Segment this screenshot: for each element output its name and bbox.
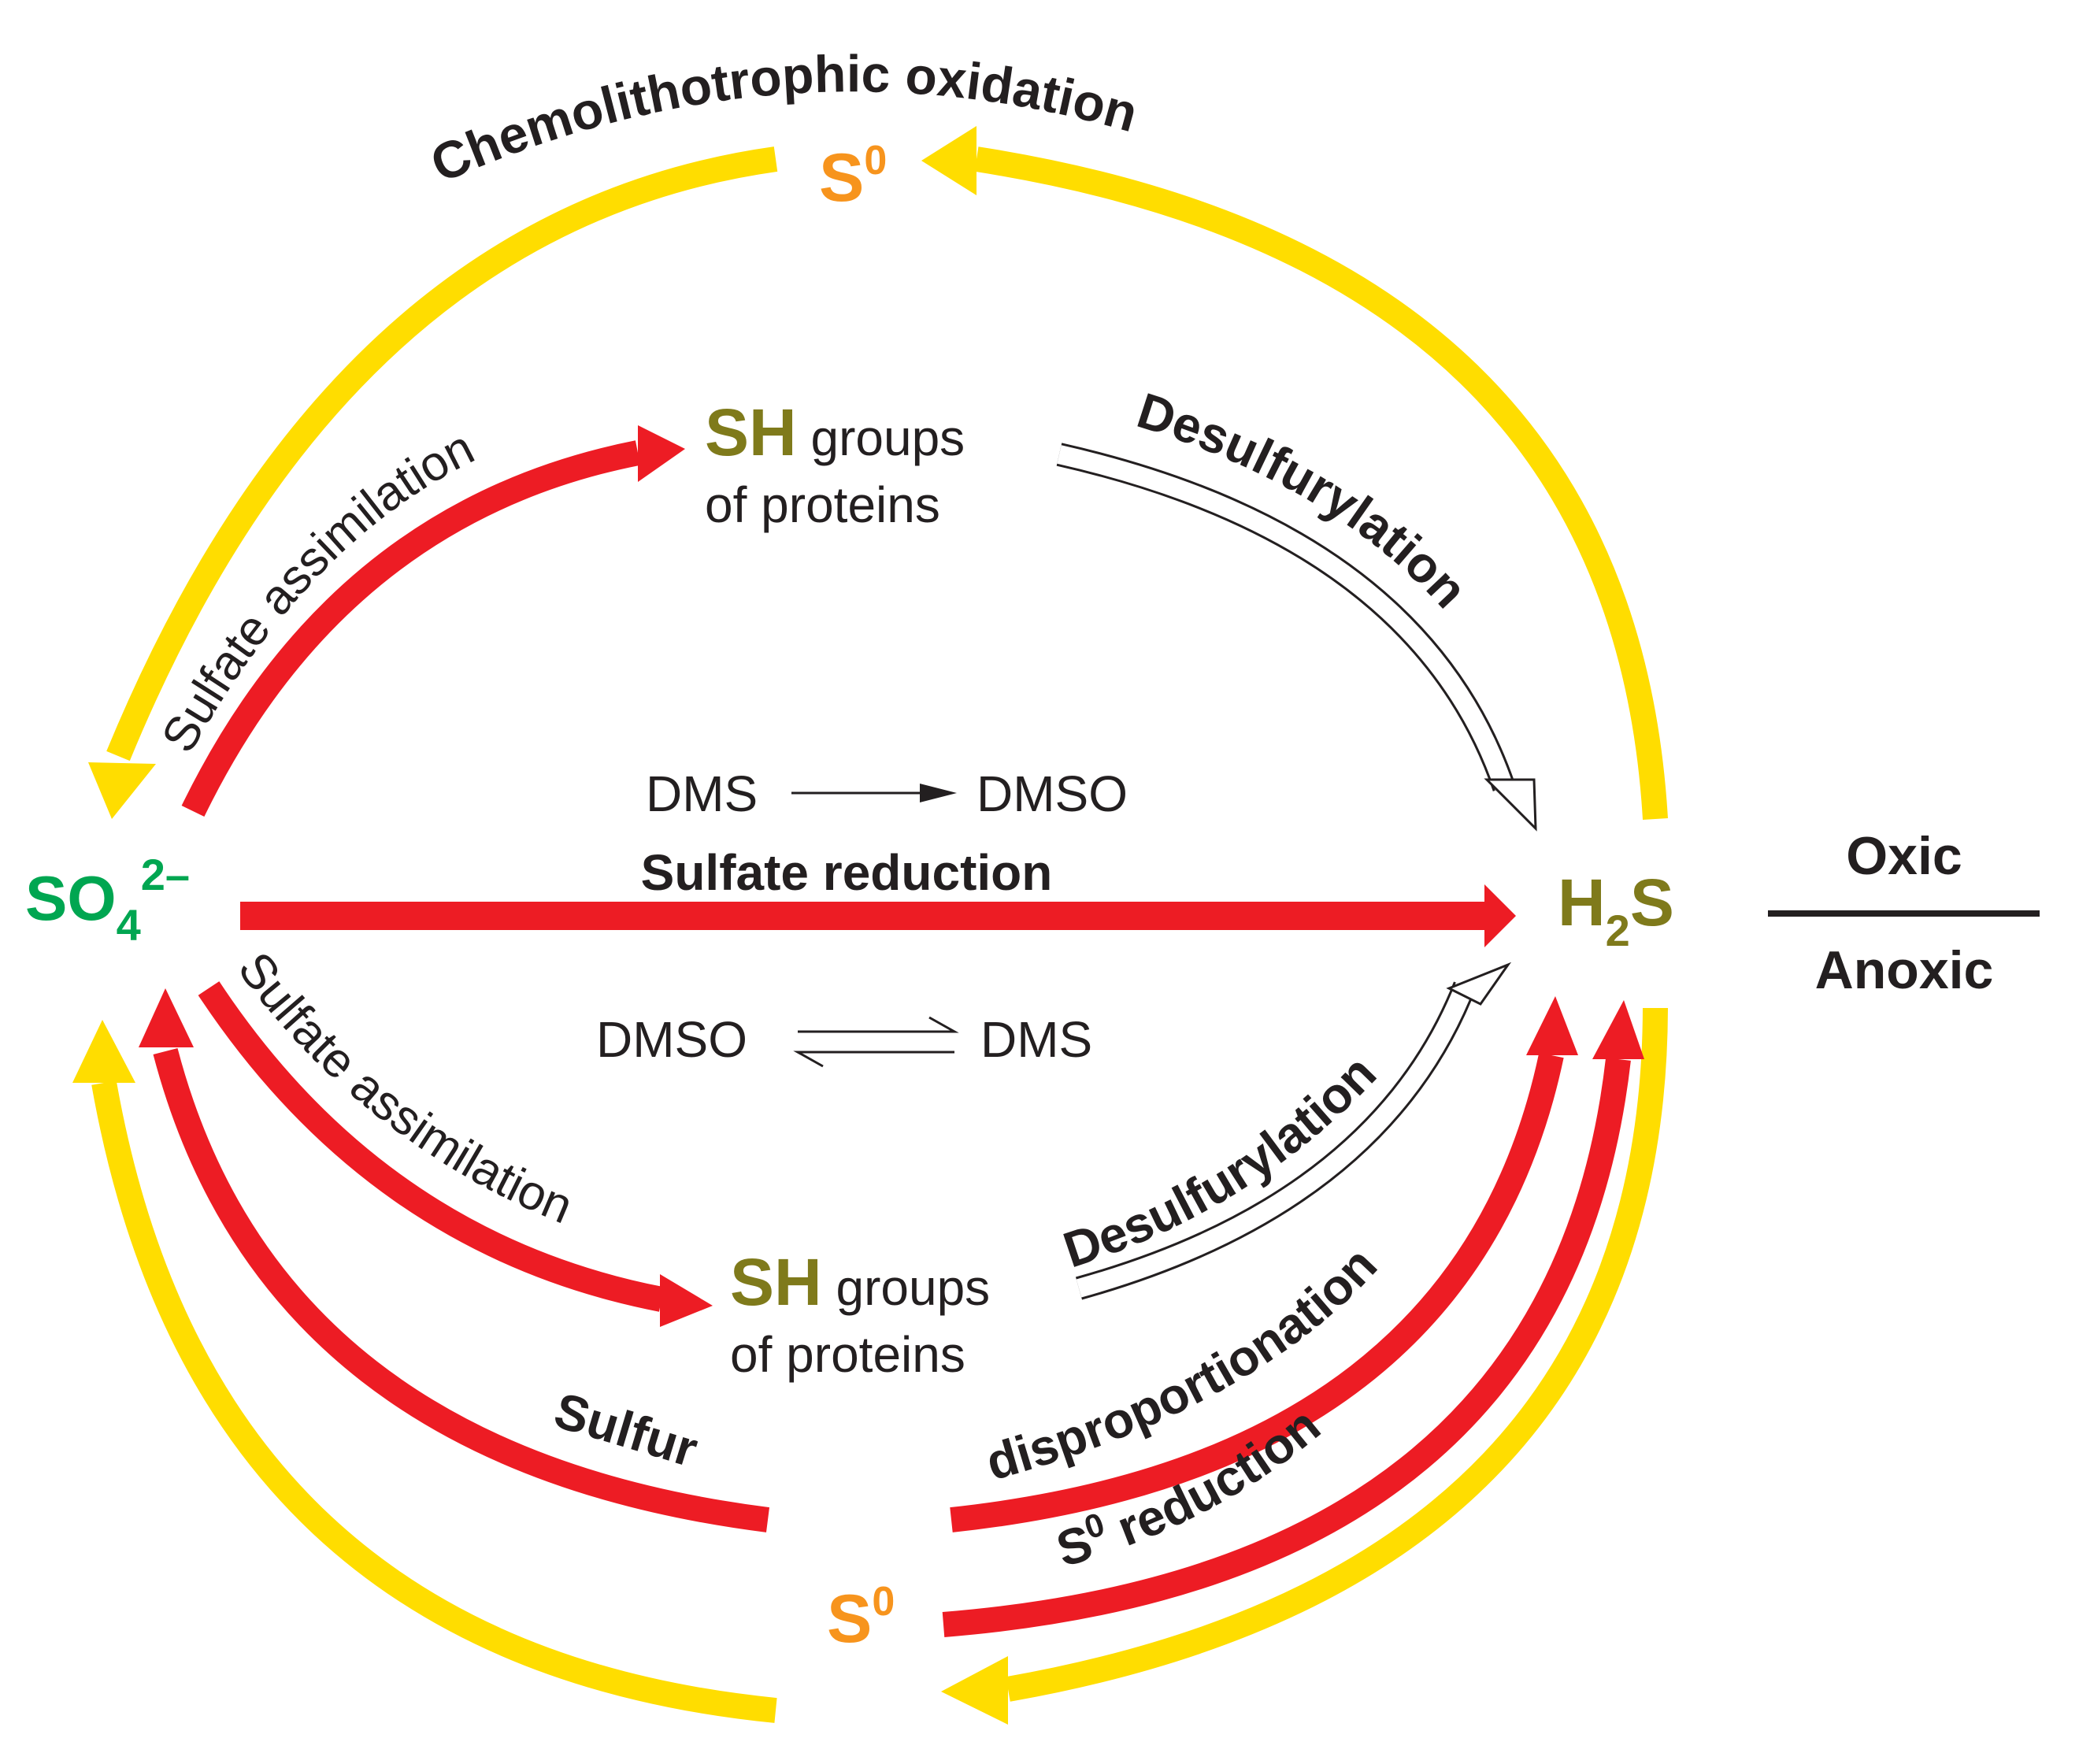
- dmso-dms-forward-half-arrow: [798, 1016, 959, 1033]
- arrowhead-sulfate-reduction: [1484, 884, 1516, 947]
- dmso-bottom-left: DMSO: [596, 1011, 747, 1068]
- species-sh-groups-top: SH groups of proteins: [705, 395, 965, 533]
- species-s0-top: S0: [819, 138, 887, 216]
- arrow-assim-bottom: [198, 981, 665, 1312]
- arrow-disproportionation: [950, 1052, 1564, 1532]
- svg-text:of proteins: of proteins: [730, 1326, 965, 1383]
- arrowhead-to-sulfate-top: [88, 762, 156, 819]
- species-sh-groups-bottom: SH groups of proteins: [730, 1245, 990, 1383]
- arrow-sulfur-to-sulfate: [153, 1047, 770, 1532]
- arrowhead-s0-reduction: [1592, 1000, 1644, 1059]
- arrowhead-assim-top: [638, 425, 685, 482]
- label-sulfate-reduction: Sulfate reduction: [641, 844, 1053, 901]
- arrow-s0-bottom-to-sulfate: [91, 1080, 777, 1723]
- red-arrows: [139, 425, 1644, 1637]
- arrow-desulf-top: [1056, 443, 1516, 791]
- dms-top-left: DMS: [646, 765, 758, 822]
- dmso-dms-reverse-half-arrow: [793, 1051, 954, 1068]
- zone-anoxic: Anoxic: [1815, 940, 1994, 1000]
- yellow-oxidation-arrows: [72, 126, 1668, 1725]
- arrowhead-to-s0-top: [921, 126, 976, 195]
- arrow-h2s-to-s0-bottom: [1006, 1007, 1668, 1702]
- dms-arrows: [791, 784, 959, 1068]
- arrowhead-assim-bottom: [660, 1274, 713, 1327]
- arrowhead-sulfur-to-sulfate: [139, 988, 194, 1047]
- arrowhead-desulf-top: [1484, 778, 1537, 832]
- arrowhead-to-sulfate-bottom: [72, 1020, 135, 1083]
- dms-bottom-right: DMS: [980, 1011, 1092, 1068]
- arrow-assim-top: [181, 440, 641, 817]
- arrowhead-to-s0-bottom: [941, 1656, 1008, 1725]
- zone-oxic: Oxic: [1846, 826, 1962, 886]
- arrow-s0-to-sulfate: [106, 146, 778, 762]
- arrow-h2s-to-s0-top: [974, 146, 1668, 820]
- svg-text:SH groups: SH groups: [730, 1245, 990, 1319]
- species-s0-bottom: S0: [827, 1579, 895, 1657]
- dmso-top-right: DMSO: [976, 765, 1128, 822]
- species-sulfate: SO42–: [25, 850, 190, 950]
- arrowhead-disproportionation: [1526, 996, 1578, 1055]
- svg-text:SH groups: SH groups: [705, 395, 965, 469]
- arrowhead-desulf-bottom: [1446, 962, 1512, 1006]
- species-h2s: H2S: [1558, 865, 1674, 955]
- arrow-s0-reduction: [942, 1058, 1631, 1637]
- open-arrows: [1056, 443, 1537, 1300]
- dms-forward-arrowhead: [920, 784, 957, 802]
- label-disproportionation: disproportionation: [980, 1236, 1388, 1492]
- svg-text:of proteins: of proteins: [705, 476, 940, 533]
